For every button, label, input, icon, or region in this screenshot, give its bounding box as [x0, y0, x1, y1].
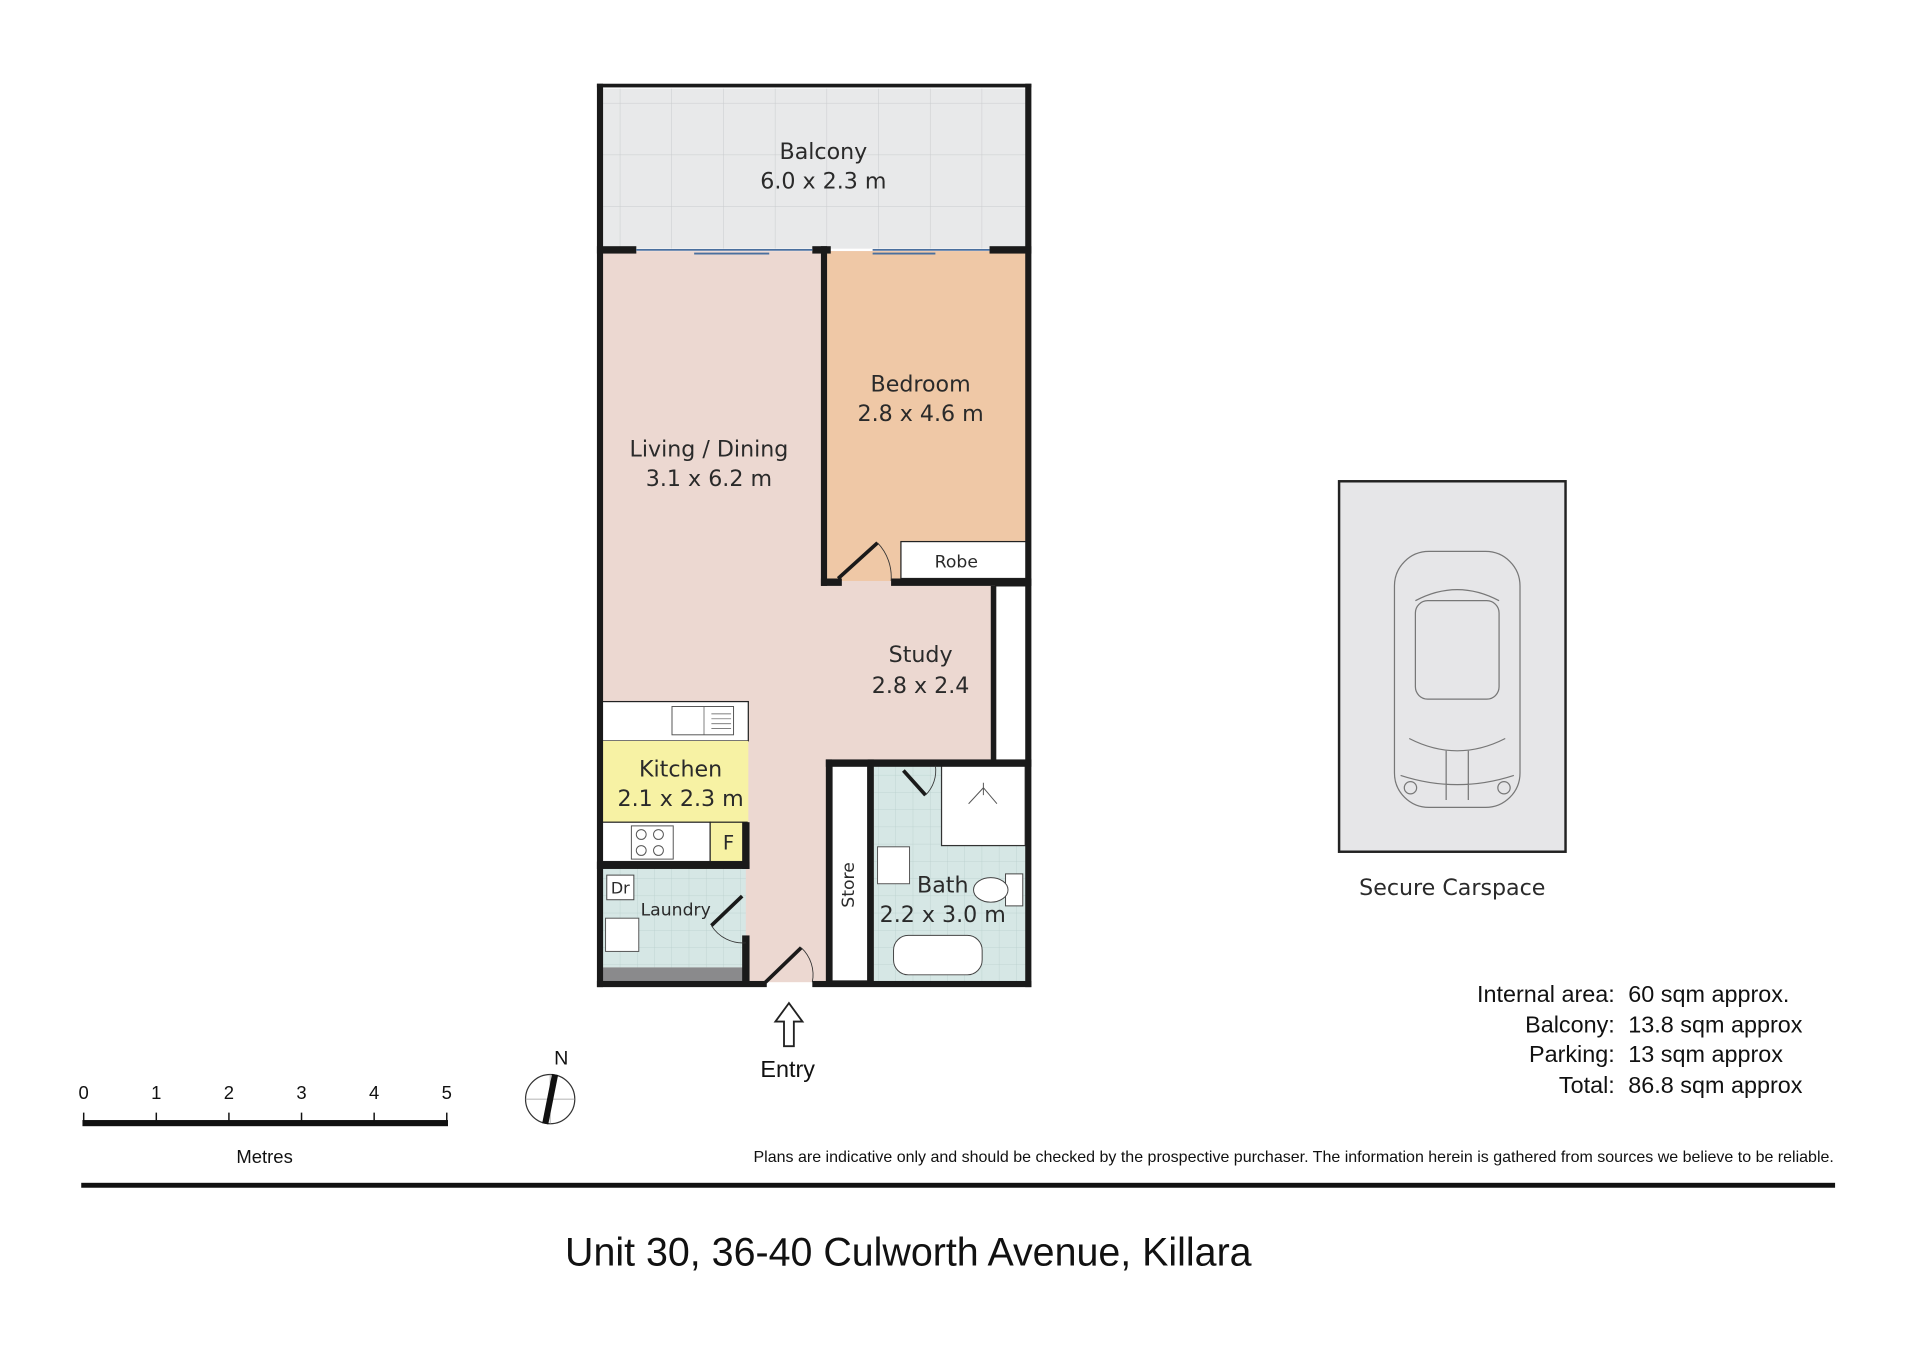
balcony-size: 6.0 x 2.3 m: [760, 168, 886, 194]
walls: [596, 83, 1032, 988]
compass-icon: N: [524, 1048, 576, 1125]
area-label: Internal area:: [1477, 981, 1615, 1007]
entry-label: Entry: [760, 1056, 815, 1082]
bedroom-size: 2.8 x 4.6 m: [858, 401, 984, 427]
compass-north-label: N: [554, 1048, 568, 1070]
scale-tick: 1: [151, 1082, 161, 1103]
scale-tick: 2: [224, 1082, 234, 1103]
fridge-label: F: [723, 831, 734, 854]
scale-tick: 0: [79, 1082, 89, 1103]
area-value: 60 sqm approx.: [1628, 981, 1789, 1007]
scale-bar: 0 1 2 3 4 5 Metres: [79, 1082, 452, 1167]
entry-arrow-icon: [773, 1001, 805, 1048]
living-size: 3.1 x 6.2 m: [646, 466, 772, 492]
area-label: Total:: [1559, 1072, 1615, 1098]
fridge-space: [709, 821, 748, 863]
door-swings: [710, 541, 927, 984]
robe-area: [900, 540, 1028, 580]
sink-icon: [671, 706, 735, 736]
disclaimer: Plans are indicative only and should be …: [754, 1149, 1834, 1166]
bedroom-area: [827, 251, 1027, 581]
basin-icon: [877, 846, 911, 885]
store-label: Store: [839, 862, 859, 908]
laundry-label: Laundry: [641, 901, 711, 921]
bath-label: Bath: [917, 872, 968, 898]
scale-tick: 3: [296, 1082, 306, 1103]
area-label: Balcony:: [1525, 1012, 1615, 1038]
toilet-icon: [973, 873, 1024, 907]
carspace-area: [1337, 480, 1567, 853]
study-label: Study: [889, 642, 953, 668]
carspace-label: Secure Carspace: [1359, 875, 1545, 901]
shower-area: [940, 764, 1026, 847]
area-value: 86.8 sqm approx: [1628, 1072, 1802, 1098]
car-icon: [1393, 550, 1521, 809]
area-label: Parking:: [1529, 1041, 1615, 1067]
kitchen-label: Kitchen: [639, 757, 722, 783]
bath-size: 2.2 x 3.0 m: [880, 902, 1006, 928]
study-size: 2.8 x 2.4: [872, 673, 970, 699]
divider: [81, 1182, 1836, 1188]
bathtub-icon: [893, 934, 983, 976]
bedroom-label: Bedroom: [871, 371, 971, 397]
area-value: 13 sqm approx: [1628, 1041, 1783, 1067]
scale-tick: 5: [442, 1082, 452, 1103]
address-title: Unit 30, 36-40 Culworth Avenue, Killara: [565, 1230, 1252, 1274]
scale-tick: 4: [369, 1082, 379, 1103]
kitchen-area: [601, 740, 749, 823]
balcony-label: Balcony: [780, 139, 868, 165]
dryer-label: Dr: [611, 879, 630, 898]
area-value: 13.8 sqm approx: [1628, 1012, 1802, 1038]
area-summary: Internal area: 60 sqm approx. Balcony: 1…: [1477, 981, 1803, 1098]
shower-icon: [968, 782, 998, 805]
kitchen-size: 2.1 x 2.3 m: [618, 786, 744, 812]
balcony-area: [601, 88, 1028, 249]
cooktop-icon: [630, 825, 674, 860]
living-label: Living / Dining: [630, 437, 789, 463]
robe-label: Robe: [935, 552, 978, 572]
laundry-tub-icon: [605, 917, 640, 952]
scale-unit: Metres: [236, 1146, 292, 1167]
